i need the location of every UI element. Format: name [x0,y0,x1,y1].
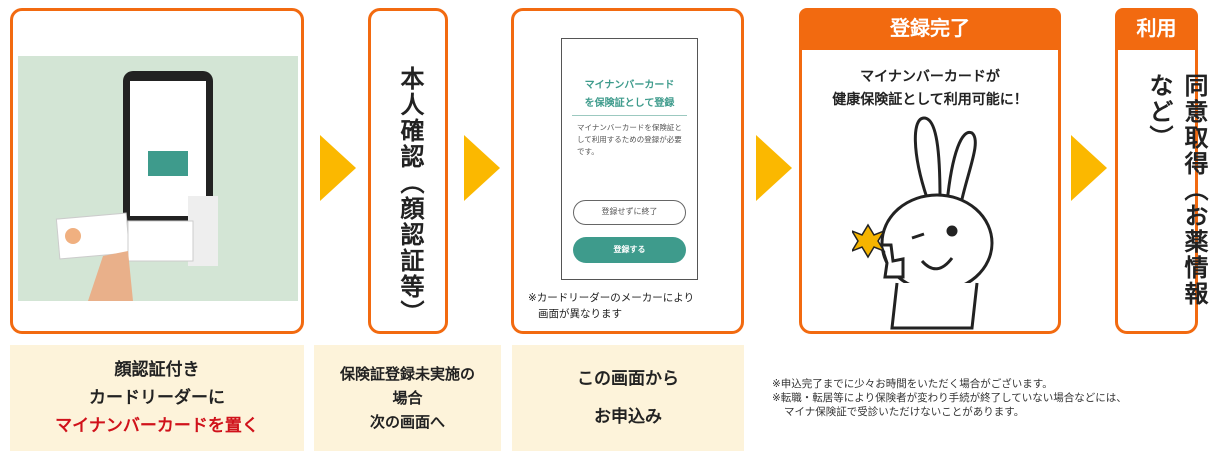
card-reader-illustration [55,71,218,301]
card-reader-photo [18,56,298,301]
screen-title-1: マイナンバーカード [584,80,675,91]
arrow-right-icon [320,135,356,201]
step4-card: 登録完了 マイナンバーカードが 健康保険証として利用可能に！ [799,8,1061,334]
skip-button[interactable]: 登録せずに終了 [573,200,686,225]
screen-mockup: マイナンバーカード を保険証として登録 マイナンバーカードを保険証として利用する… [561,38,698,280]
identity-verification-text: 本人確認（顔認証等） [396,66,424,326]
registration-complete-header: 登録完了 [799,8,1061,50]
caption-line: 次の画面へ [369,413,445,431]
note-line: ※申込完了までに少々お時間をいただく場合がございます。 [772,378,1053,390]
maker-note-1: ※カードリーダーのメーカーにより [528,292,695,304]
step2-caption: 保険証登録未実施の 場合 次の画面へ [314,345,501,451]
maker-note-2: 画面が異なります [538,308,622,320]
step5-card: 利用 同意取得（お薬情報など） [1115,8,1208,334]
note-line: マイナ保険証で受診いただけないことがあります。 [784,406,1025,418]
step3-caption: この画面から お申込み [512,345,744,451]
caption-line: この画面から [577,369,679,389]
caption-line: 保険証登録未実施の [339,365,475,383]
note-line: ※転職・転居等により保険者が変わり手続が終了していない場合などには、 [772,392,1127,404]
arrow-right-icon [1071,135,1107,201]
step3-card: マイナンバーカード を保険証として登録 マイナンバーカードを保険証として利用する… [511,8,744,334]
caption-line: 顔認証付き [114,360,200,380]
caption-line: お申込み [594,407,662,427]
caption-line: カードリーダーに [89,388,225,408]
arrow-right-icon [464,135,500,201]
consent-text: 同意取得（お薬情報など） [1145,73,1208,307]
use-header: 利用 [1115,8,1198,50]
usable-text-2: 健康保険証として利用可能に！ [832,92,1028,108]
arrow-right-icon [756,135,792,201]
completion-notes: ※申込完了までに少々お時間をいただく場合がございます。 ※転職・転居等により保険… [772,377,1127,419]
step1-caption: 顔認証付き カードリーダーに マイナンバーカードを置く [10,345,304,451]
screen-title-2: を保険証として登録 [584,98,675,109]
caption-highlight: マイナンバーカードを置く [55,416,259,436]
register-button[interactable]: 登録する [573,237,686,263]
step1-card [10,8,304,334]
caption-line: 場合 [392,389,423,407]
usable-text-1: マイナンバーカードが [860,69,1000,85]
step2-card: 本人確認（顔認証等） [368,8,448,334]
mascot-rabbit-icon [852,116,994,330]
screen-body: マイナンバーカードを保険証として利用するための登録が必要です。 [577,123,682,156]
